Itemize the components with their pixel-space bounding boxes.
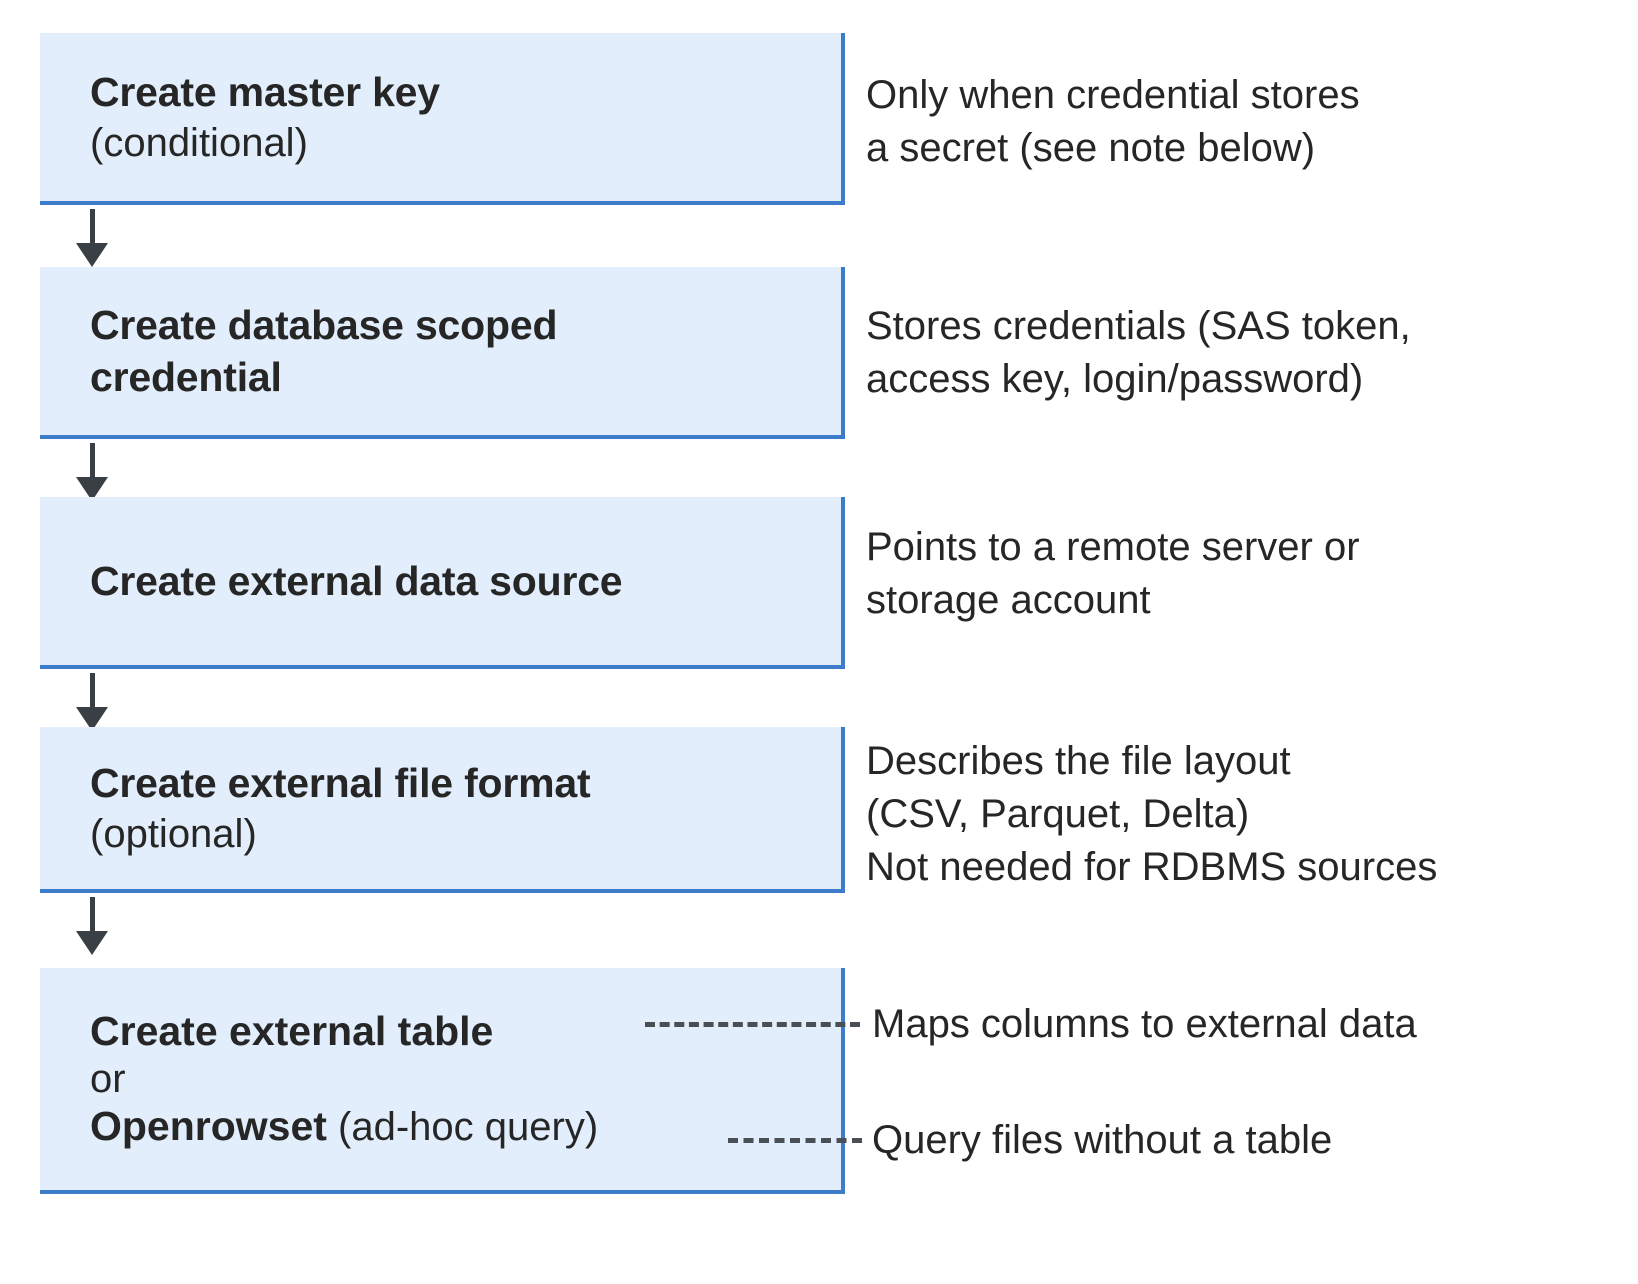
step-title: Create database scoped credential — [90, 301, 558, 400]
arrow-down-icon-1 — [76, 209, 108, 267]
option-a-bold-text: Create external table — [90, 1008, 494, 1054]
arrow-down-icon-3 — [76, 673, 108, 731]
option-row-openrowset: Openrowset (ad-hoc query) — [90, 1103, 823, 1150]
step-text-block: Create master key (conditional) — [40, 66, 841, 168]
step-title: Create master key — [90, 68, 440, 115]
annotation-create-database-scoped-credential: Stores credentials (SAS token, access ke… — [866, 304, 1411, 402]
step-box-create-external-file-format[interactable]: Create external file format (optional) — [40, 727, 845, 893]
step-box-create-external-table-or-openrowset[interactable]: Create external table or Openrowset (ad-… — [40, 968, 845, 1194]
step-box-create-database-scoped-credential[interactable]: Create database scoped credential — [40, 267, 845, 439]
option-row-external-table: Create external table — [90, 1008, 823, 1055]
step-text-block: Create database scoped credential — [40, 299, 841, 404]
step-text-block: Create external table or Openrowset (ad-… — [40, 1008, 841, 1150]
option-b-bold-text: Openrowset — [90, 1103, 327, 1149]
step-subtitle: (optional) — [90, 812, 257, 857]
arrow-down-icon-4 — [76, 897, 108, 955]
annotation-create-external-table: Maps columns to external data — [872, 1002, 1417, 1046]
annotation-create-external-data-source: Points to a remote server or storage acc… — [866, 525, 1360, 623]
step-box-create-external-data-source[interactable]: Create external data source — [40, 497, 845, 669]
option-b-label: Openrowset (ad-hoc query) — [90, 1103, 598, 1150]
step-text-block: Create external data source — [40, 555, 841, 607]
arrow-down-icon-2 — [76, 443, 108, 501]
dashed-connector-external-table — [645, 1022, 860, 1027]
annotation-create-master-key: Only when credential stores a secret (se… — [866, 73, 1360, 171]
dashed-connector-openrowset — [728, 1138, 862, 1143]
step-box-create-master-key[interactable]: Create master key (conditional) — [40, 33, 845, 205]
step-text-block: Create external file format (optional) — [40, 757, 841, 859]
option-a-label: Create external table — [90, 1008, 493, 1055]
step-title: Create external data source — [90, 557, 623, 604]
option-b-regular-text: (ad-hoc query) — [326, 1105, 599, 1149]
step-title: Create external file format — [90, 759, 591, 806]
or-separator-label: or — [90, 1057, 126, 1101]
annotation-openrowset: Query files without a table — [872, 1118, 1333, 1162]
annotation-create-external-file-format: Describes the file layout (CSV, Parquet,… — [866, 739, 1438, 890]
step-subtitle: (conditional) — [90, 121, 308, 166]
